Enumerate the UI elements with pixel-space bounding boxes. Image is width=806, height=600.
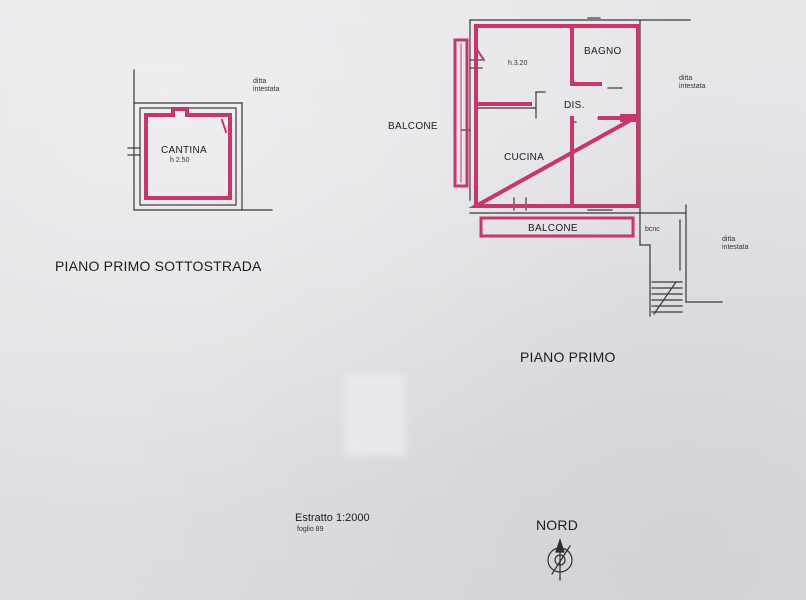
- piano-primo-title: PIANO PRIMO: [520, 349, 616, 365]
- ditta-intestata-label: ditta intestata: [253, 78, 280, 93]
- balcone-left-label: BALCONE: [388, 121, 438, 132]
- nord-label: NORD: [536, 517, 579, 533]
- cantina-height-label: h 2.50: [170, 157, 190, 164]
- highlight-mark: [474, 46, 486, 62]
- bagno-label: BAGNO: [584, 46, 622, 57]
- piano-primo-structure: [461, 17, 723, 317]
- balcone-bottom-label: BALCONE: [528, 223, 578, 234]
- cantina-label: CANTINA: [161, 145, 207, 156]
- foglio-label: foglio 89: [297, 526, 324, 533]
- ditta-intestata-label: ditta intestata: [679, 75, 706, 90]
- apartment-highlight-frame: [474, 24, 640, 208]
- room-height-label: h.3.20: [508, 60, 528, 67]
- balcone-left-highlight: [453, 38, 469, 188]
- north-arrow-icon: [547, 538, 573, 581]
- cantina-highlight-outline: [144, 107, 232, 200]
- balcone-bottom-highlight: [479, 216, 635, 238]
- ditta-intestata-label: ditta intestata: [722, 236, 749, 251]
- paper-smudge: [345, 375, 405, 455]
- stair-icon: [651, 281, 683, 315]
- scale-label: Estratto 1:2000: [295, 512, 370, 524]
- cantina-highlight-mark: [220, 118, 228, 134]
- cucina-label: CUCINA: [504, 152, 545, 163]
- piano-primo-sottostrada-title: PIANO PRIMO SOTTOSTRADA: [55, 258, 262, 274]
- dis-label: DIS.: [564, 100, 585, 111]
- bcnc-label: bcnc: [645, 226, 660, 233]
- cantina-plan: [127, 69, 273, 211]
